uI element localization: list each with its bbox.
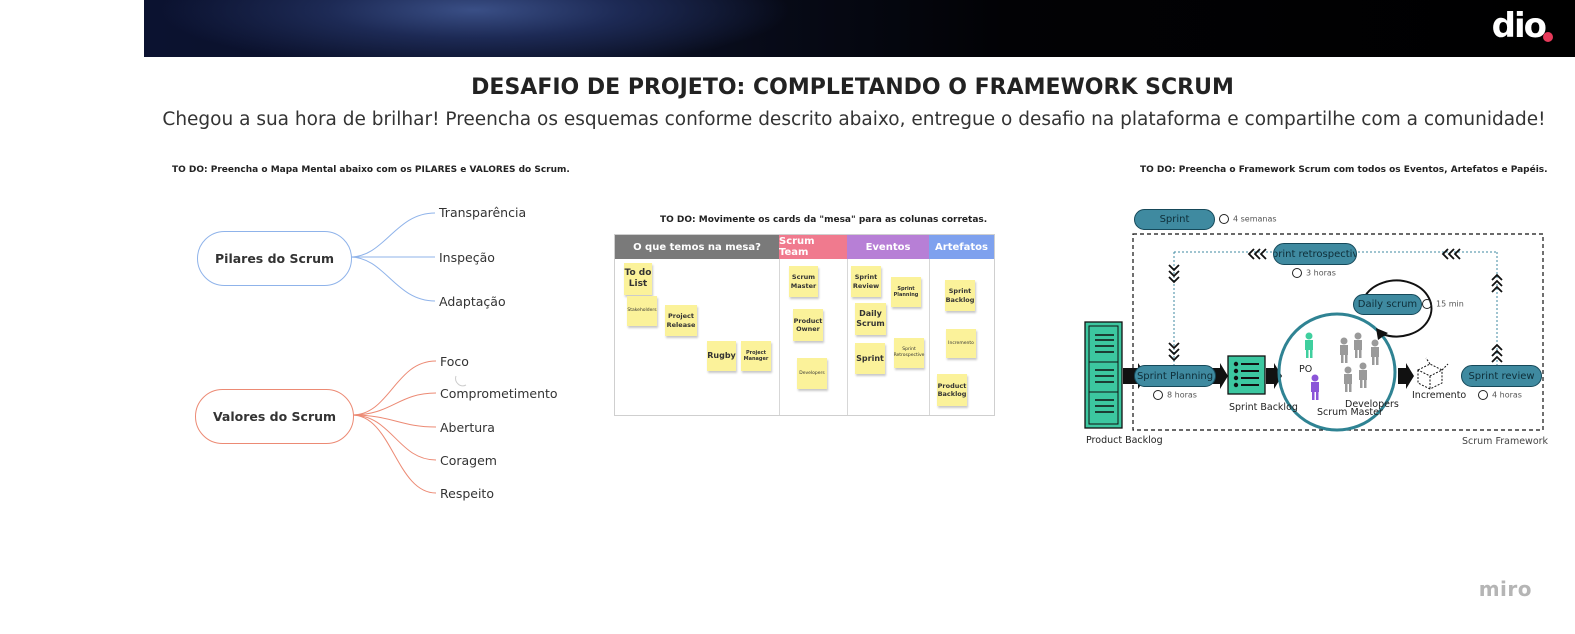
sprint-backlog-label: Sprint Backlog — [1229, 402, 1298, 413]
clock-icon — [1219, 214, 1229, 224]
connector-comprometimento — [351, 392, 437, 416]
page-subtitle: Chegou a sua hora de brilhar! Preencha o… — [162, 109, 1546, 130]
po-label: PO — [1299, 364, 1313, 375]
valores-label: Valores do Scrum — [212, 409, 337, 424]
valor-foco[interactable]: Foco — [440, 354, 469, 369]
increment-icon — [1416, 357, 1449, 390]
valor-comprometimento[interactable]: Comprometimento — [440, 386, 558, 401]
scrum-master-label: Scrum Master — [1317, 407, 1383, 418]
miro-watermark: miro — [1478, 577, 1532, 601]
decorative-curve — [455, 375, 467, 387]
connector-coragem — [351, 414, 437, 461]
card-sprint[interactable]: Sprint — [855, 343, 885, 374]
framework-frame — [1132, 233, 1544, 431]
planning-duration-text: 8 horas — [1167, 390, 1197, 400]
connector-abertura — [351, 414, 437, 428]
scrum-master-figure — [1311, 374, 1319, 400]
pilares-label: Pilares do Scrum — [215, 251, 334, 266]
card-sprint-retrospective[interactable]: Sprint Retrospective — [894, 338, 924, 368]
board-header-mesa: O que temos na mesa? — [615, 235, 779, 259]
card-project-release[interactable]: Project Release — [665, 305, 697, 336]
clock-icon — [1153, 390, 1163, 400]
developers-figures — [1340, 332, 1379, 392]
card-stakeholders[interactable]: Stakeholders — [627, 296, 657, 326]
scrum-team-circle — [1277, 312, 1397, 432]
header-banner — [144, 0, 1575, 57]
board-divider-1 — [779, 259, 780, 415]
clock-icon — [1478, 390, 1488, 400]
daily-duration-text: 15 min — [1436, 299, 1464, 309]
product-backlog-label: Product Backlog — [1086, 435, 1163, 446]
board-todo: TO DO: Movimente os cards da "mesa" para… — [660, 215, 988, 225]
developers-label: Developers — [1345, 399, 1399, 410]
review-duration: 4 horas — [1478, 390, 1522, 400]
card-project-manager[interactable]: Project Manager — [741, 341, 771, 371]
pilar-transparencia[interactable]: Transparência — [439, 205, 527, 220]
connector-adaptacao — [349, 256, 436, 302]
po-figure — [1305, 332, 1313, 358]
sprint-backlog-icon — [1227, 355, 1266, 395]
dio-logo-dot — [1543, 32, 1553, 42]
framework-diagram — [1084, 233, 1544, 432]
valor-respeito[interactable]: Respeito — [440, 486, 494, 501]
scrum-board: O que temos na mesa? Scrum Team Eventos … — [614, 234, 995, 416]
daily-scrum-pill[interactable]: Daily scrum — [1353, 294, 1422, 315]
card-sprint-review[interactable]: Sprint Review — [851, 266, 881, 297]
card-developers[interactable]: Developers — [797, 358, 827, 389]
card-sprint-backlog[interactable]: Sprint Backlog — [945, 280, 975, 311]
clock-icon — [1292, 268, 1302, 278]
chevrons — [1168, 248, 1503, 363]
page-title: DESAFIO DE PROJETO: COMPLETANDO O FRAMEW… — [471, 75, 1234, 100]
clock-icon — [1422, 299, 1432, 309]
sprint-retrospective-pill[interactable]: Sprint retrospective — [1273, 243, 1357, 265]
sprint-duration: 4 semanas — [1219, 214, 1277, 224]
sprint-pill[interactable]: Sprint — [1134, 209, 1215, 230]
sprint-duration-text: 4 semanas — [1233, 214, 1277, 224]
pilar-adaptacao[interactable]: Adaptação — [439, 294, 506, 309]
valores-node[interactable]: Valores do Scrum — [195, 389, 354, 444]
valor-coragem[interactable]: Coragem — [440, 453, 497, 468]
connector-foco — [351, 360, 437, 416]
card-product-backlog[interactable]: Product Backlog — [937, 374, 967, 406]
valor-abertura[interactable]: Abertura — [440, 420, 495, 435]
board-divider-2 — [847, 259, 848, 415]
pilar-inspecao[interactable]: Inspeção — [439, 250, 495, 265]
daily-loop-arrowhead — [1376, 328, 1388, 340]
card-incremento[interactable]: Incremento — [946, 329, 976, 358]
sprint-review-pill[interactable]: Sprint review — [1461, 365, 1542, 387]
review-duration-text: 4 horas — [1492, 390, 1522, 400]
dio-logo: dio — [1491, 6, 1547, 46]
board-header-eventos: Eventos — [847, 235, 929, 259]
framework-todo: TO DO: Preencha o Framework Scrum com to… — [1140, 165, 1548, 175]
card-todo-list[interactable]: To do List — [624, 263, 652, 295]
sprint-planning-pill[interactable]: Sprint Planning — [1134, 365, 1216, 387]
pilares-node[interactable]: Pilares do Scrum — [197, 231, 352, 286]
board-header-scrum-team: Scrum Team — [779, 235, 847, 259]
card-sprint-planning[interactable]: Sprint Planning — [891, 277, 921, 307]
board-divider-3 — [929, 259, 930, 415]
scrum-framework-label: Scrum Framework — [1462, 436, 1549, 447]
retrospective-duration-text: 3 horas — [1306, 268, 1336, 278]
connector-respeito — [351, 414, 437, 494]
product-backlog-icon — [1084, 321, 1123, 429]
planning-duration: 8 horas — [1153, 390, 1197, 400]
daily-duration: 15 min — [1422, 299, 1464, 309]
connector-transparencia — [349, 212, 436, 258]
card-scrum-master[interactable]: Scrum Master — [789, 266, 818, 297]
card-product-owner[interactable]: Product Owner — [793, 309, 823, 341]
mindmap-todo: TO DO: Preencha o Mapa Mental abaixo com… — [172, 165, 570, 175]
board-header-artefatos: Artefatos — [929, 235, 994, 259]
retrospective-duration: 3 horas — [1292, 268, 1336, 278]
incremento-label: Incremento — [1412, 390, 1467, 401]
card-daily-scrum[interactable]: Daily Scrum — [855, 303, 886, 335]
card-rugby[interactable]: Rugby — [707, 341, 736, 371]
mindmap-connectors — [349, 212, 467, 494]
daily-loop-arc — [1363, 279, 1433, 338]
